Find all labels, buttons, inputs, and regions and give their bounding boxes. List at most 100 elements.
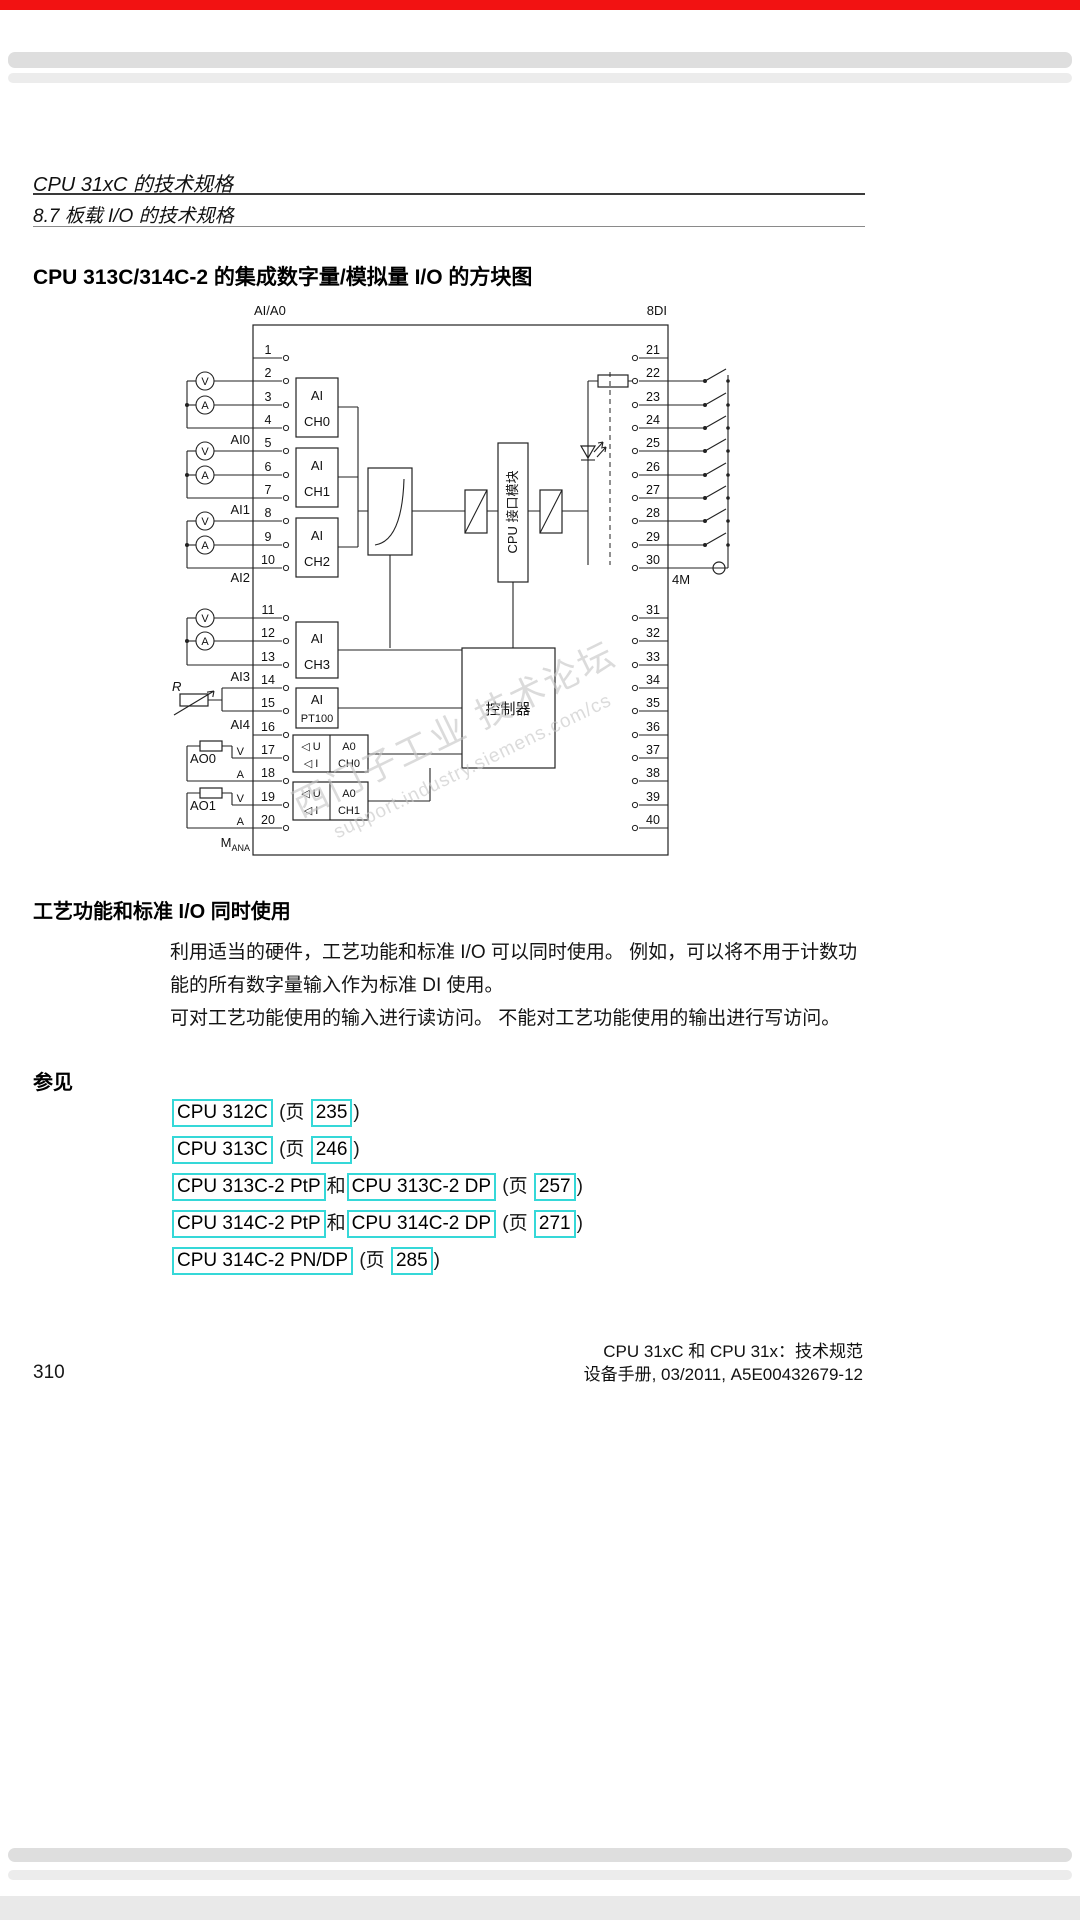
cpu-interface-label: CPU 接口模块 (505, 470, 520, 553)
analog-group-label: AI3 (230, 669, 250, 684)
reference-link[interactable]: CPU 314C-2 PN/DP (172, 1247, 354, 1275)
terminal-number: 18 (261, 766, 275, 780)
ammeter-icon (195, 535, 215, 555)
diagram-label-8di: 8DI (647, 303, 667, 318)
isolation-barrier-icon (539, 489, 563, 534)
reference-link[interactable]: CPU 313C (172, 1136, 273, 1164)
running-header-line2: 8.7 板载 I/O 的技术规格 (33, 206, 234, 227)
ammeter-icon (195, 395, 215, 415)
reference-joiner: 和 (326, 1213, 346, 1234)
terminal-number: 26 (646, 460, 660, 474)
header-skeleton-bar-1 (8, 52, 1072, 68)
reference-page-link[interactable]: 257 (533, 1173, 576, 1201)
terminal-number: 12 (261, 626, 275, 640)
page-prefix: (页 (497, 1213, 533, 1234)
header-rule-thin (33, 226, 865, 227)
reference-link[interactable]: CPU 314C-2 PtP (172, 1210, 326, 1238)
terminal-number: 29 (646, 530, 660, 544)
terminal-number: 31 (646, 603, 660, 617)
ammeter-icon (195, 465, 215, 485)
paragraph-1: 利用适当的硬件，工艺功能和标准 I/O 可以同时使用。 例如，可以将不用于计数功… (170, 942, 858, 996)
reference-link[interactable]: CPU 314C-2 DP (346, 1210, 497, 1238)
analog-group-label: AI4 (230, 717, 250, 732)
terminal-number: 30 (646, 553, 660, 567)
ao1-label: AO1 (190, 798, 216, 813)
ch2-label-1: AI (311, 528, 323, 543)
section-heading-see-also: 参见 (33, 1072, 73, 1094)
led-icon (579, 445, 597, 460)
ch2-label-2: CH2 (304, 554, 330, 569)
terminal-number: 16 (261, 720, 275, 734)
page-prefix: (页 (273, 1102, 310, 1123)
ammeter-icon (195, 631, 215, 651)
switch-icon (704, 438, 727, 452)
ao0-label-1: A0 (342, 741, 355, 753)
terminal-number: 34 (646, 673, 660, 687)
reference-page-link[interactable]: 285 (390, 1247, 433, 1275)
a-label: A (237, 816, 245, 828)
terminal-number: 17 (261, 743, 275, 757)
diagram-label-ai-ao: AI/A0 (254, 303, 286, 318)
page-prefix: (页 (497, 1176, 533, 1197)
reference-link[interactable]: CPU 313C-2 DP (346, 1173, 497, 1201)
adc-box (367, 467, 413, 556)
v-label: V (201, 516, 209, 528)
page-number: 310 (33, 1362, 65, 1383)
pt100-label-1: AI (311, 692, 323, 707)
switch-icon (704, 462, 727, 476)
terminal-number: 35 (646, 696, 660, 710)
analog-group-label: AI0 (230, 432, 250, 447)
ao0-dac-u: ◁ U (301, 741, 321, 753)
terminal-number: 28 (646, 506, 660, 520)
terminal-number: 21 (646, 343, 660, 357)
ch0-label-2: CH0 (304, 414, 330, 429)
di-input-circuit (579, 372, 632, 565)
terminal-number: 39 (646, 790, 660, 804)
pt100-label-2: PT100 (301, 713, 333, 725)
terminal-number: 6 (265, 460, 272, 474)
footer-doc-title: CPU 31xC 和 CPU 31x：技术规范 (603, 1342, 863, 1361)
analog-group-label: AI2 (230, 570, 250, 585)
analog-group-label: AI1 (230, 502, 250, 517)
header-skeleton-bar-2 (8, 73, 1072, 83)
ch1-label-2: CH1 (304, 484, 330, 499)
terminal-number: 3 (265, 390, 272, 404)
ao0-dac-i: ◁ I (304, 758, 319, 770)
top-accent-bar (0, 0, 1080, 10)
4m-label: 4M (672, 572, 690, 587)
terminal-number: 38 (646, 766, 660, 780)
v-label: V (201, 446, 209, 458)
v-label: V (237, 746, 245, 758)
switch-icon (704, 508, 727, 522)
terminal-number: 32 (646, 626, 660, 640)
terminal-number: 15 (261, 696, 275, 710)
controller-label: 控制器 (485, 701, 530, 718)
reference-item: CPU 313C (页 246) (172, 1136, 584, 1164)
reference-page-link[interactable]: 246 (310, 1136, 353, 1164)
reference-link[interactable]: CPU 312C (172, 1099, 273, 1127)
reference-page-link[interactable]: 271 (533, 1210, 576, 1238)
switch-icon (704, 392, 727, 406)
ao1-external-load: AO1 V A (186, 787, 253, 829)
terminal-number: 11 (262, 603, 275, 617)
terminal-number: 27 (646, 483, 660, 497)
terminal-number: 5 (265, 436, 272, 450)
page-suffix: ) (353, 1102, 360, 1123)
terminal-number: 9 (265, 530, 272, 544)
terminal-number: 20 (261, 813, 275, 827)
reference-link[interactable]: CPU 313C-2 PtP (172, 1173, 326, 1201)
ao0-external-load: AO0 V A (186, 740, 253, 782)
terminal-number: 10 (261, 553, 275, 567)
reference-page-link[interactable]: 235 (310, 1099, 353, 1127)
ao0-label-2: CH0 (338, 758, 360, 770)
terminal-number: 33 (646, 650, 660, 664)
a-label: A (201, 400, 209, 412)
terminal-number: 14 (261, 673, 275, 687)
di-resistor-icon (597, 374, 629, 388)
